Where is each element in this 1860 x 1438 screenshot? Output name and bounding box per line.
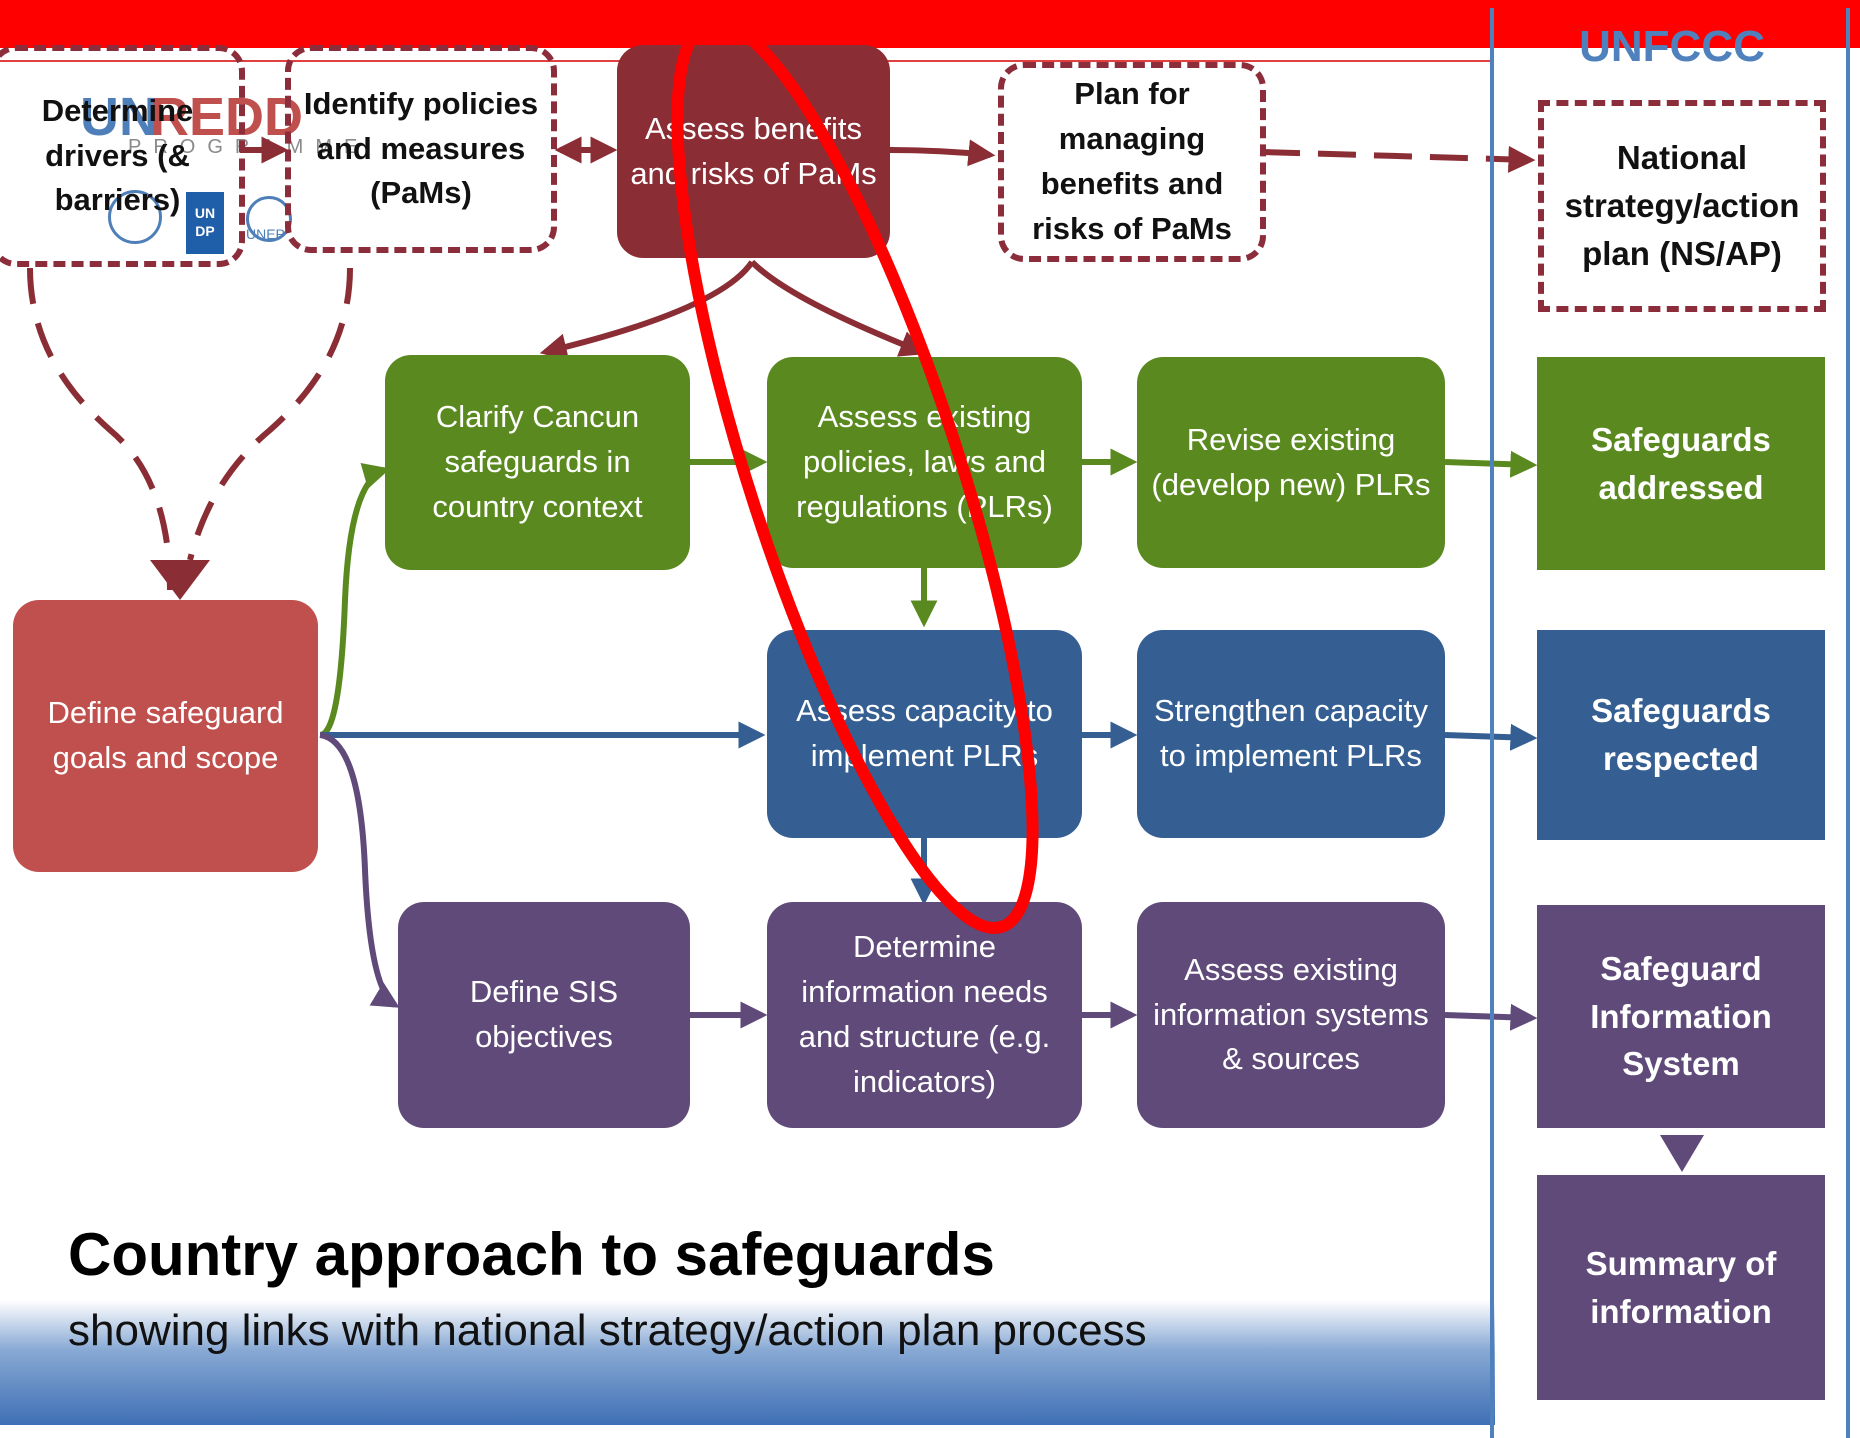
safeguard-info-system-box: Safeguard Information System	[1537, 905, 1825, 1128]
fao-logo-icon	[108, 190, 162, 244]
strengthen-capacity-box: Strengthen capacity to implement PLRs	[1137, 630, 1445, 838]
diagram-title: Country approach to safeguards	[68, 1221, 995, 1288]
arrow-revise-addressed	[1444, 450, 1538, 478]
logo-un: UN	[80, 87, 158, 147]
assess-existing-plrs-box: Assess existing policies, laws and regul…	[767, 357, 1082, 568]
arrow-strengthen-respected	[1444, 723, 1538, 751]
arrow-assess-to-clarify	[539, 260, 755, 361]
undp-line2: DP	[195, 223, 215, 239]
unfccc-heading: UNFCCC	[1579, 22, 1765, 71]
national-strategy-box: National strategy/action plan (NS/AP)	[1538, 100, 1826, 312]
arrow-plan-nsap	[1261, 145, 1536, 173]
highlight-ellipse	[671, 16, 1039, 934]
determine-info-box: Determine information needs and structur…	[767, 902, 1082, 1128]
arrow-define-to-sis	[319, 732, 400, 1008]
define-goals-box: Define safeguard goals and scope	[13, 600, 318, 872]
clarify-cancun-box: Clarify Cancun safeguards in country con…	[385, 355, 690, 570]
diagram-subtitle: showing links with national strategy/act…	[68, 1306, 1147, 1355]
top-red-bar	[0, 0, 1860, 48]
summary-information-box: Summary of information	[1537, 1175, 1825, 1400]
funnel-arrowhead	[150, 560, 210, 600]
undp-logo-icon: UN DP	[186, 192, 224, 254]
define-sis-box: Define SIS objectives	[398, 902, 690, 1128]
arrow-assess-to-existing	[749, 259, 928, 357]
assess-info-systems-box: Assess existing information systems & so…	[1137, 902, 1445, 1128]
plan-managing-box: Plan for managing benefits and risks of …	[998, 62, 1266, 262]
undp-line1: UN	[194, 205, 216, 221]
arrow-define-to-clarify	[319, 462, 391, 738]
safeguards-addressed-box: Safeguards addressed	[1537, 357, 1825, 570]
arrow-sis-summary	[1660, 1135, 1704, 1172]
arrow-assess-plan	[889, 139, 996, 167]
assess-benefits-box: Assess benefits and risks of PaMs	[617, 45, 890, 258]
forest-background	[0, 1300, 1495, 1425]
unfccc-column	[1490, 8, 1850, 1438]
arrow-drivers-funnel	[27, 267, 353, 591]
arrow-assessinfo-sis	[1444, 1003, 1538, 1031]
unep-text: UNEP	[246, 226, 285, 242]
safeguards-respected-box: Safeguards respected	[1537, 630, 1825, 840]
identify-pams-box: Identify policies and measures (PaMs)	[285, 45, 557, 253]
revise-plrs-box: Revise existing (develop new) PLRs	[1137, 357, 1445, 568]
determine-drivers-box: Determine drivers (& barriers)	[0, 45, 245, 267]
